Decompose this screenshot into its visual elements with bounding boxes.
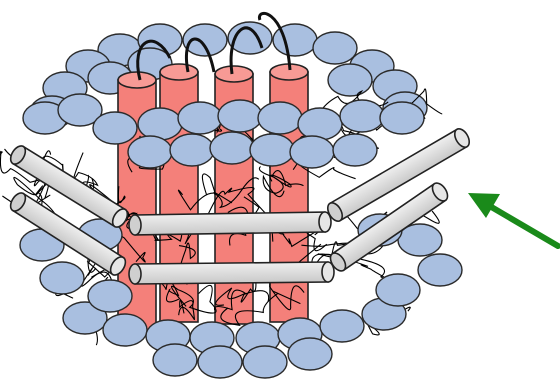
core-cylinder-cap <box>215 66 253 82</box>
bead <box>128 136 172 168</box>
bead <box>250 134 294 166</box>
grey-rod <box>129 262 334 284</box>
bead <box>328 64 372 96</box>
bead <box>333 134 377 166</box>
bead <box>320 310 364 342</box>
bead <box>380 102 424 134</box>
bead <box>298 108 342 140</box>
bead <box>138 108 182 140</box>
bead <box>198 346 242 378</box>
bead <box>153 344 197 376</box>
bead <box>103 314 147 346</box>
bead <box>218 100 262 132</box>
core-cylinder-cap <box>118 72 156 88</box>
bead <box>376 274 420 306</box>
bead <box>290 136 334 168</box>
bead <box>40 262 84 294</box>
core-cylinder-cap <box>160 64 198 80</box>
bead <box>88 280 132 312</box>
bead <box>243 346 287 378</box>
bead <box>340 100 384 132</box>
bead <box>418 254 462 286</box>
bead <box>170 134 214 166</box>
bead <box>93 112 137 144</box>
grey-rod <box>129 212 331 235</box>
bead <box>313 32 357 64</box>
bead <box>258 102 302 134</box>
bead <box>178 102 222 134</box>
green-arrow-icon <box>468 193 558 246</box>
bead <box>288 338 332 370</box>
bead <box>210 132 254 164</box>
